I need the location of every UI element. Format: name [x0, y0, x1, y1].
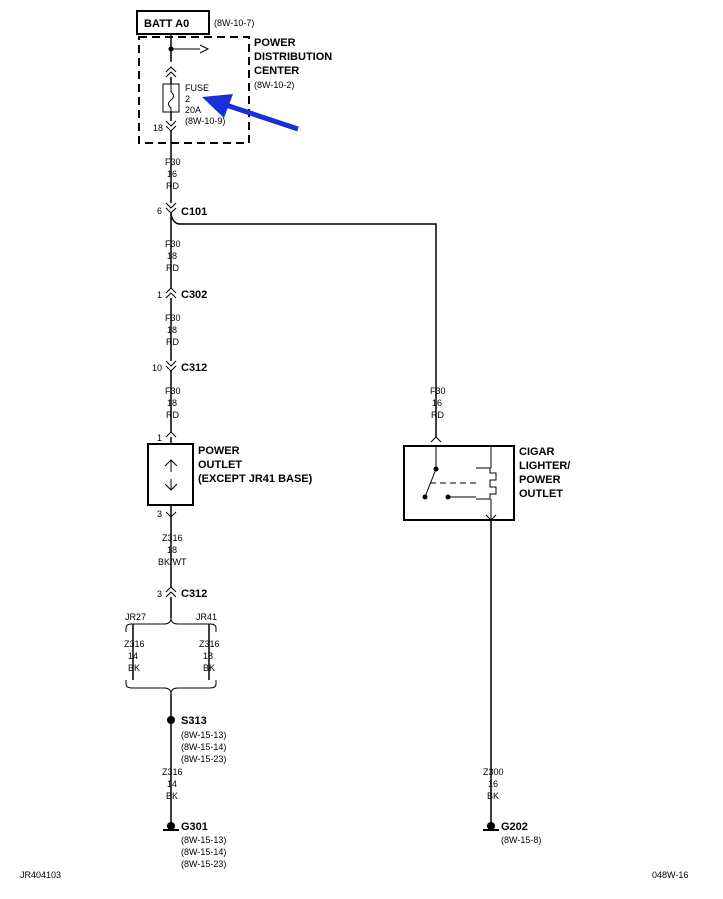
- option-left-label: JR27: [125, 612, 146, 622]
- c312-top-pin: 10: [152, 363, 162, 373]
- cigar-title-1: CIGAR: [519, 446, 555, 458]
- cigar-title-3: POWER: [519, 474, 561, 486]
- wire-w8-gauge: 18: [203, 651, 213, 661]
- wire-w5-gauge: 16: [432, 398, 442, 408]
- ground1-label: G301: [181, 821, 208, 833]
- cigar-title-4: OUTLET: [519, 488, 563, 500]
- wire-w8-circuit: Z316: [199, 639, 220, 649]
- c302-label: C302: [181, 289, 207, 301]
- ground-g202-icon: [487, 822, 495, 830]
- annotation-arrow-icon: [202, 94, 233, 118]
- wire-f30-branch-cigar: [170, 213, 437, 437]
- c302-pin: 1: [157, 290, 162, 300]
- footer-right: 048W-16: [652, 870, 688, 880]
- cigar-heating-element-icon: [476, 467, 497, 500]
- wire-w2-gauge: 18: [167, 251, 177, 261]
- wire-w5-color: RD: [431, 410, 444, 420]
- power-outlet-box: [147, 443, 194, 506]
- wire-w1-gauge: 16: [167, 169, 177, 179]
- wire-w2-color: RD: [166, 263, 179, 273]
- wire-w4-gauge: 18: [167, 398, 177, 408]
- pdc-chevron-top-icon: [165, 66, 177, 78]
- wire-w7-gauge: 14: [128, 651, 138, 661]
- wire-w6-circuit: Z316: [162, 533, 183, 543]
- pdc-title-1: POWER: [254, 37, 296, 49]
- pdc-pin: 18: [153, 123, 163, 133]
- annotation-arrow-shaft: [225, 102, 299, 132]
- cigar-pin-top-chevron-icon: [430, 436, 442, 443]
- wire-w9-gauge: 14: [167, 779, 177, 789]
- pdc-title-2: DISTRIBUTION: [254, 51, 332, 63]
- outlet-title-1: POWER: [198, 445, 240, 457]
- cigar-lighter-box: [403, 445, 515, 521]
- wire-w4-circuit: F30: [165, 386, 181, 396]
- option-brace-top: [125, 617, 217, 632]
- c312-bottom-chevron-icon: [165, 586, 177, 598]
- option-brace-bottom: [125, 680, 217, 695]
- cigar-element-contact: [445, 494, 451, 500]
- outlet-pin-top: 1: [157, 433, 162, 443]
- splice-ref-2: (8W-15-14): [181, 742, 226, 752]
- footer-left: JR404103: [20, 870, 61, 880]
- wire-w10-circuit: Z300: [483, 767, 504, 777]
- splice-label: S313: [181, 715, 207, 727]
- fuse-rating: 20A: [185, 105, 201, 115]
- wire-w5-circuit: F30: [430, 386, 446, 396]
- wire-w4-color: RD: [166, 410, 179, 420]
- pdc-chevron-bottom-icon: [165, 120, 177, 132]
- pdc-dashed-box: [138, 36, 250, 144]
- wire-w3-circuit: F30: [165, 313, 181, 323]
- ground-g301-icon: [167, 822, 175, 830]
- wire-w2-circuit: F30: [165, 239, 181, 249]
- ground1-ref-1: (8W-15-13): [181, 835, 226, 845]
- wire-w7-circuit: Z316: [124, 639, 145, 649]
- wire-w6-gauge: 18: [167, 545, 177, 555]
- c312-bottom-label: C312: [181, 588, 207, 600]
- fuse-element-icon: [168, 84, 174, 112]
- outlet-pin-bottom: 3: [157, 509, 162, 519]
- outlet-title-2: OUTLET: [198, 459, 242, 471]
- wire-w8-color: BK: [203, 663, 215, 673]
- pdc-ref: (8W-10-2): [254, 80, 294, 90]
- ground2-label: G202: [501, 821, 528, 833]
- batt-a0-box: [136, 10, 210, 35]
- c312-bottom-pin: 3: [157, 589, 162, 599]
- outlet-title-3: (EXCEPT JR41 BASE): [198, 473, 313, 485]
- wire-w1-circuit: F30: [165, 157, 181, 167]
- wire-w10-gauge: 16: [488, 779, 498, 789]
- fuse-number: 2: [185, 94, 190, 104]
- c101-pin: 6: [157, 206, 162, 216]
- cigar-switch-contact-bottom: [422, 494, 428, 500]
- fuse-ref: (8W-10-9): [185, 116, 225, 126]
- batt-ref: (8W-10-7): [214, 18, 254, 28]
- ground2-ref: (8W-15-8): [501, 835, 541, 845]
- option-right-label: JR41: [196, 612, 217, 622]
- outlet-pin1-chevron-icon: [165, 431, 177, 438]
- bus-arrow-icon: [199, 44, 210, 54]
- outlet-contact-bottom-icon: [164, 483, 178, 491]
- c312-top-label: C312: [181, 362, 207, 374]
- splice-ref-1: (8W-15-13): [181, 730, 226, 740]
- ground1-ref-2: (8W-15-14): [181, 847, 226, 857]
- c312-top-chevron-icon: [165, 360, 177, 372]
- batt-label: BATT A0: [144, 18, 189, 30]
- wire-w3-color: RD: [166, 337, 179, 347]
- wire-w10-color: BK: [487, 791, 499, 801]
- splice-ref-3: (8W-15-23): [181, 754, 226, 764]
- ground1-ref-3: (8W-15-23): [181, 859, 226, 869]
- c101-chevron-icon: [165, 202, 177, 214]
- wire-w9-color: BK: [166, 791, 178, 801]
- fuse-label: FUSE: [185, 83, 209, 93]
- wire-w3-gauge: 18: [167, 325, 177, 335]
- wire-w6-color: BK/WT: [158, 557, 187, 567]
- c101-label: C101: [181, 206, 207, 218]
- wire-w7-color: BK: [128, 663, 140, 673]
- cigar-title-2: LIGHTER/: [519, 460, 570, 472]
- c302-chevron-icon: [165, 287, 177, 299]
- pdc-title-3: CENTER: [254, 65, 299, 77]
- wire-w1-color: RD: [166, 181, 179, 191]
- wire-w9-circuit: Z316: [162, 767, 183, 777]
